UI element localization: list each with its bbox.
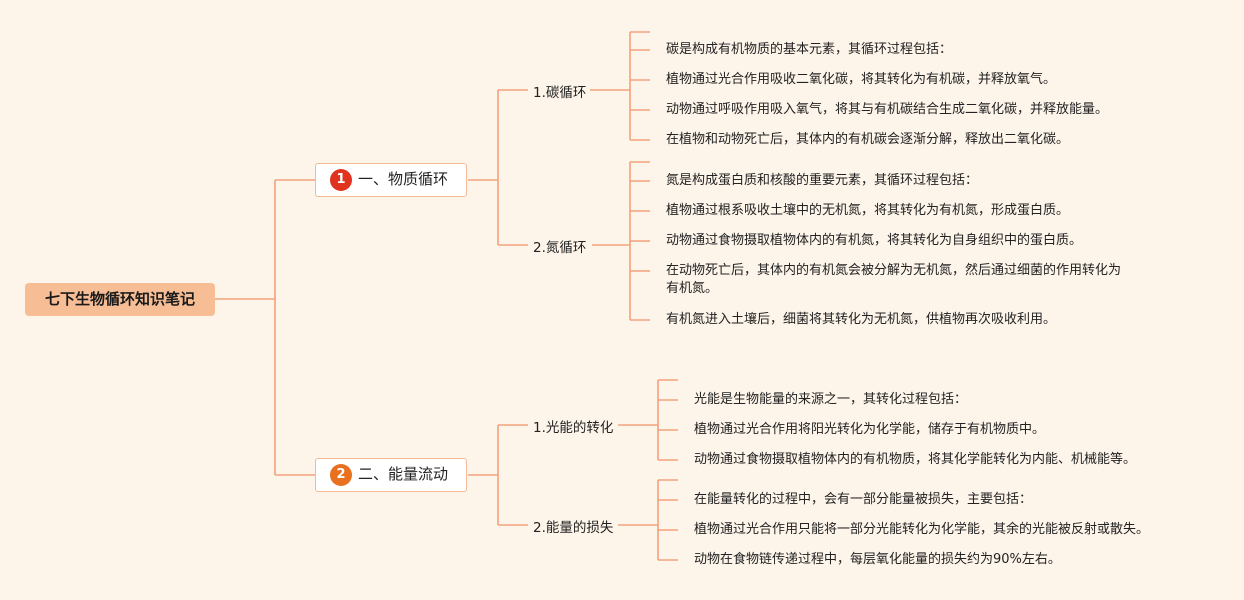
- leaf-item[interactable]: 在能量转化的过程中，会有一部分能量被损失，主要包括：: [694, 492, 1033, 507]
- leaf-item[interactable]: 动物通过食物摄取植物体内的有机物质，将其化学能转化为内能、机械能等。: [694, 452, 1137, 467]
- leaf-item[interactable]: 光能是生物能量的来源之一，其转化过程包括：: [694, 392, 968, 407]
- leaf-item[interactable]: 有机氮进入土壤后，细菌将其转化为无机氮，供植物再次吸收利用。: [666, 312, 1057, 327]
- topic-energy-flow[interactable]: 2 二、能量流动: [315, 458, 467, 492]
- subtopic-carbon-cycle[interactable]: 1.碳循环: [533, 85, 587, 101]
- leaf-item[interactable]: 植物通过光合作用将阳光转化为化学能，储存于有机物质中。: [694, 422, 1046, 437]
- leaf-line: 有机氮。: [666, 281, 719, 296]
- leaf-item[interactable]: 氮是构成蛋白质和核酸的重要元素，其循环过程包括：: [666, 173, 979, 188]
- subtopic-nitrogen-cycle[interactable]: 2.氮循环: [533, 240, 587, 256]
- leaf-item[interactable]: 动物通过食物摄取植物体内的有机氮，将其转化为自身组织中的蛋白质。: [666, 233, 1083, 248]
- subtopic-light-energy[interactable]: 1.光能的转化: [533, 420, 614, 436]
- leaf-item[interactable]: 碳是构成有机物质的基本元素，其循环过程包括：: [666, 42, 953, 57]
- number-badge: 2: [330, 464, 352, 486]
- topic-material-cycle[interactable]: 1 一、物质循环: [315, 163, 467, 197]
- leaf-item[interactable]: 在动物死亡后，其体内的有机氮会被分解为无机氮，然后通过细菌的作用转化为 有机氮。: [666, 262, 1121, 298]
- leaf-item[interactable]: 植物通过光合作用只能将一部分光能转化为化学能，其余的光能被反射或散失。: [694, 522, 1150, 537]
- leaf-item[interactable]: 植物通过光合作用吸收二氧化碳，将其转化为有机碳，并释放氧气。: [666, 72, 1057, 87]
- leaf-item[interactable]: 动物在食物链传递过程中，每层氧化能量的损失约为90%左右。: [694, 552, 1061, 567]
- leaf-item[interactable]: 植物通过根系吸收土壤中的无机氮，将其转化为有机氮，形成蛋白质。: [666, 203, 1070, 218]
- leaf-item[interactable]: 动物通过呼吸作用吸入氧气，将其与有机碳结合生成二氧化碳，并释放能量。: [666, 102, 1109, 117]
- topic-label: 二、能量流动: [358, 465, 449, 483]
- subtopic-energy-loss[interactable]: 2.能量的损失: [533, 520, 614, 536]
- root-topic[interactable]: 七下生物循环知识笔记: [25, 283, 215, 316]
- number-badge: 1: [330, 169, 352, 191]
- topic-label: 一、物质循环: [358, 170, 449, 188]
- leaf-line: 在动物死亡后，其体内的有机氮会被分解为无机氮，然后通过细菌的作用转化为: [666, 263, 1122, 278]
- leaf-item[interactable]: 在植物和动物死亡后，其体内的有机碳会逐渐分解，释放出二氧化碳。: [666, 132, 1070, 147]
